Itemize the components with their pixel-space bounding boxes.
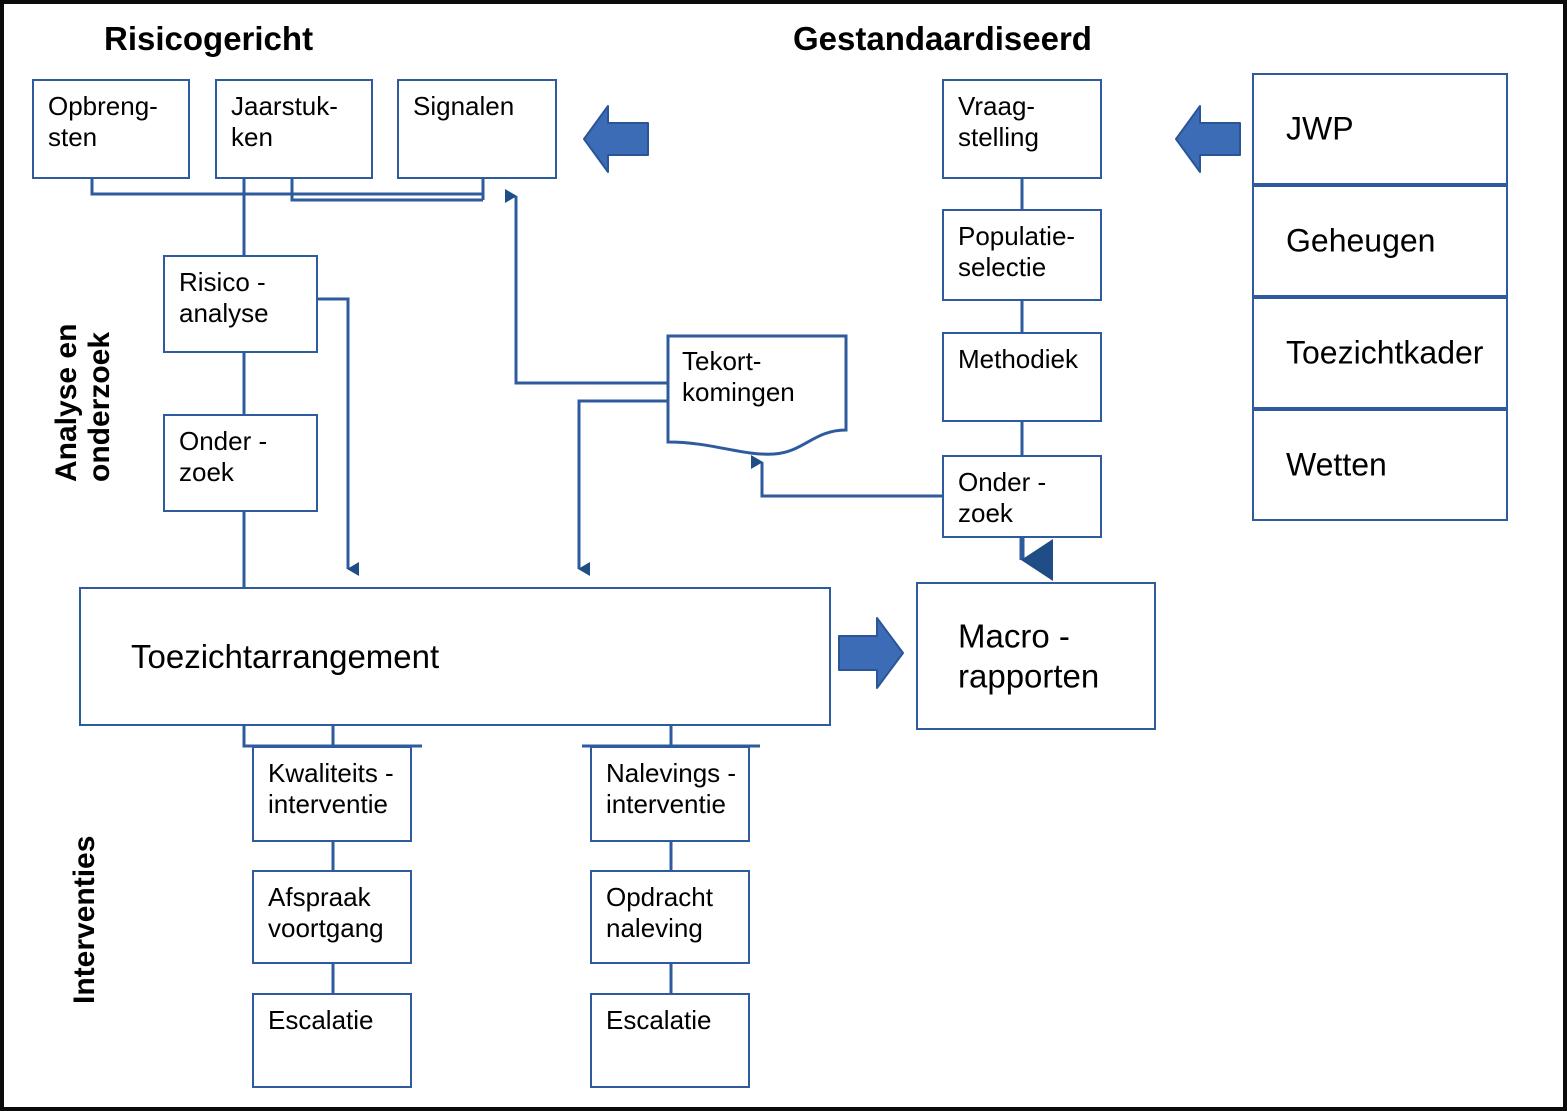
node-toezichtarrangement[interactable]: Toezichtarrangement: [79, 587, 831, 726]
node-signalen[interactable]: Signalen: [397, 79, 557, 179]
reference-item-jwp-label: JWP: [1286, 110, 1354, 147]
node-opbrengsten-label: Opbreng- sten: [48, 91, 158, 152]
node-escalatie-kwaliteit[interactable]: Escalatie: [252, 993, 412, 1088]
node-escalatie-naleving-label: Escalatie: [606, 1005, 712, 1035]
node-vraagstelling-label: Vraag- stelling: [958, 91, 1039, 152]
node-vraagstelling[interactable]: Vraag- stelling: [942, 79, 1102, 179]
node-opbrengsten[interactable]: Opbreng- sten: [32, 79, 190, 179]
node-macro-rapporten[interactable]: Macro - rapporten: [916, 582, 1156, 730]
node-onderzoek-risicogericht-label: Onder - zoek: [179, 426, 268, 487]
node-onderzoek-gestandaardiseerd[interactable]: Onder - zoek: [942, 455, 1102, 538]
node-populatie-selectie-label: Populatie- selectie: [958, 221, 1076, 282]
node-nalevingsinterventie[interactable]: Nalevings - interventie: [590, 746, 750, 842]
node-risico-analyse[interactable]: Risico - analyse: [163, 255, 318, 353]
node-escalatie-kwaliteit-label: Escalatie: [268, 1005, 374, 1035]
node-onderzoek-gestandaardiseerd-label: Onder - zoek: [958, 467, 1047, 528]
node-methodiek-label: Methodiek: [958, 344, 1078, 374]
reference-item-geheugen[interactable]: Geheugen: [1252, 185, 1508, 297]
node-toezichtarrangement-label: Toezichtarrangement: [131, 637, 440, 675]
node-opdracht-naleving[interactable]: Opdracht naleving: [590, 870, 750, 964]
node-jaarstukken-label: Jaarstuk- ken: [231, 91, 338, 152]
node-tekortkomingen[interactable]: Tekort- komingen: [664, 332, 850, 462]
tekortkomingen-document-shape: [666, 334, 848, 456]
node-tekortkomingen-label: Tekort- komingen: [682, 346, 795, 407]
node-escalatie-naleving[interactable]: Escalatie: [590, 993, 750, 1088]
node-jaarstukken[interactable]: Jaarstuk- ken: [215, 79, 373, 179]
node-kwaliteitsinterventie[interactable]: Kwaliteits - interventie: [252, 746, 412, 842]
node-nalevingsinterventie-label: Nalevings - interventie: [606, 758, 737, 819]
fat-arrow-right-macro-icon: [837, 612, 905, 694]
node-kwaliteitsinterventie-label: Kwaliteits - interventie: [268, 758, 394, 819]
swimlane-label-analyse-en-onderzoek: Analyse en onderzoek: [50, 323, 116, 482]
reference-item-jwp[interactable]: JWP: [1252, 73, 1508, 185]
node-risico-analyse-label: Risico - analyse: [179, 267, 269, 328]
node-macro-rapporten-label: Macro - rapporten: [958, 617, 1100, 694]
node-signalen-label: Signalen: [413, 91, 515, 121]
node-methodiek[interactable]: Methodiek: [942, 332, 1102, 422]
page-title-left: Risicogericht: [104, 20, 314, 57]
node-afspraak-voortgang-label: Afspraak voortgang: [268, 882, 384, 943]
reference-item-wetten-label: Wetten: [1286, 446, 1387, 483]
node-opdracht-naleving-label: Opdracht naleving: [606, 882, 713, 943]
reference-item-toezichtkader[interactable]: Toezichtkader: [1252, 297, 1508, 409]
fat-arrow-left-signalen-icon: [582, 100, 650, 178]
reference-item-toezichtkader-label: Toezichtkader: [1286, 334, 1484, 371]
reference-item-geheugen-label: Geheugen: [1286, 222, 1436, 259]
swimlane-label-interventies: Interventies: [68, 835, 101, 1004]
fat-arrow-left-jwp-icon: [1174, 100, 1242, 178]
node-afspraak-voortgang[interactable]: Afspraak voortgang: [252, 870, 412, 964]
node-populatie-selectie[interactable]: Populatie- selectie: [942, 209, 1102, 301]
reference-item-wetten[interactable]: Wetten: [1252, 409, 1508, 521]
node-onderzoek-risicogericht[interactable]: Onder - zoek: [163, 414, 318, 512]
page-title-right: Gestandaardiseerd: [793, 20, 1092, 57]
